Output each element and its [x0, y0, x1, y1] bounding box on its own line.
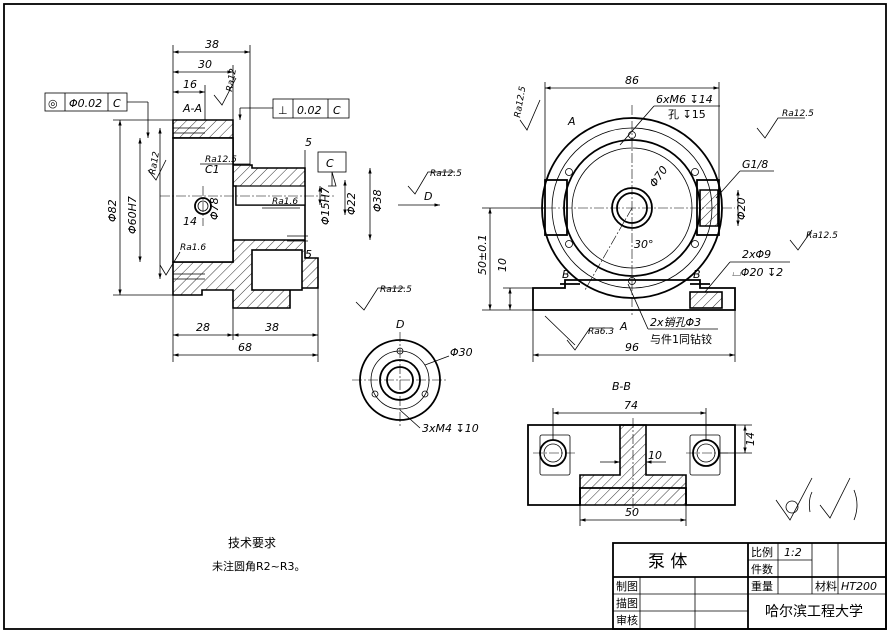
- section-bb-view: B-B 74 50 10 14: [527, 380, 757, 526]
- dim-38-bottom: 38: [265, 321, 279, 334]
- front-view-dimensions: 86 96 50±0.1 10 Φ70 30° Φ20 6xM6 ↧14 孔 ↧…: [476, 74, 838, 362]
- dim-68: 68: [238, 341, 252, 354]
- notes-line1: 未注圆角R2~R3。: [212, 559, 306, 573]
- dim-30: 30: [198, 58, 212, 71]
- callout-3xm4: 3xM4 ↧10: [422, 422, 479, 435]
- concentricity-datum: C: [113, 97, 121, 110]
- perpendicularity-symbol: ⊥: [278, 104, 288, 117]
- section-arrow-a-bottom: A: [619, 320, 628, 333]
- dim-phi30-view-d: Φ30: [450, 346, 473, 359]
- material-value: HT200: [841, 580, 877, 593]
- view-d: D Φ30 3xM4 ↧10: [352, 318, 479, 435]
- callout-2xphi9: 2xΦ9: [742, 248, 771, 261]
- dim-phi20: Φ20: [735, 197, 748, 220]
- roughness-ra12-top: Ra12: [225, 68, 239, 93]
- section-arrow-b-right: B: [693, 268, 701, 281]
- scale-value: 1:2: [784, 546, 802, 559]
- weight-label: 重量: [751, 579, 773, 593]
- dim-10-base: 10: [496, 258, 509, 272]
- school-name: 哈尔滨工程大学: [765, 604, 863, 620]
- part-name: 泵 体: [648, 552, 687, 572]
- concentricity-symbol: ◎: [48, 97, 58, 110]
- roughness-ra16-face: Ra1.6: [180, 243, 206, 253]
- dim-50-tol: 50±0.1: [476, 234, 489, 275]
- section-bb-label: B-B: [612, 380, 631, 393]
- section-arrow-a-top: A: [567, 115, 576, 128]
- section-arrow-b-left: B: [562, 268, 570, 281]
- general-roughness-symbol: [775, 477, 858, 521]
- dim-5-bottom: 5: [305, 248, 312, 261]
- roughness-ra125-right: Ra12.5: [430, 169, 462, 179]
- dim-28: 28: [196, 321, 210, 334]
- perpendicularity-value: 0.02: [297, 104, 322, 117]
- material-label: 材料: [815, 579, 837, 593]
- traced-by-label: 描图: [616, 596, 638, 610]
- roughness-ra125-front-top: Ra12.5: [513, 85, 528, 118]
- view-d-label: D: [396, 318, 404, 331]
- notes-title: 技术要求: [228, 536, 276, 550]
- dim-phi70: Φ70: [647, 164, 671, 190]
- roughness-ra125-front-side: Ra12.5: [806, 231, 838, 241]
- checked-by-label: 审核: [616, 613, 638, 627]
- datum-c: C: [326, 157, 334, 170]
- callout-g18: G1/8: [742, 158, 768, 171]
- technical-notes: 技术要求 未注圆角R2~R3。: [212, 536, 306, 573]
- view-d-arrow-label: D: [424, 190, 432, 203]
- callout-counterbore: ⌴Φ20 ↧2: [732, 266, 783, 279]
- dim-phi22: Φ22: [345, 192, 358, 215]
- callout-pin-holes: 2x销孔Φ3: [650, 316, 701, 329]
- section-aa-label: A-A: [182, 102, 202, 115]
- dim-96: 96: [625, 341, 639, 354]
- title-block: 泵 体 比例 1:2 件数 重量 材料 HT200 制图 描图 审核 哈尔滨工程…: [612, 542, 887, 630]
- dim-phi78: Φ78: [208, 197, 221, 220]
- dim-14-bb: 14: [744, 432, 757, 446]
- dim-10-bb: 10: [648, 449, 662, 462]
- aa-dimensions: 38 30 16 A-A Φ82 Φ60H7 Φ78 14 C1 Φ15H7 Φ…: [106, 38, 440, 362]
- dim-16: 16: [183, 78, 197, 91]
- dim-phi15h7: Φ15H7: [319, 187, 332, 225]
- callout-6xm6: 6xM6 ↧14: [656, 93, 713, 106]
- dim-30deg: 30°: [634, 238, 654, 251]
- drawn-by-label: 制图: [616, 580, 638, 593]
- roughness-ra125-foot: Ra12.5: [380, 285, 412, 295]
- roughness-ra16-bore: Ra1.6: [272, 197, 298, 207]
- dim-5-top: 5: [305, 136, 312, 149]
- roughness-ra12-left: Ra12: [148, 151, 162, 176]
- scale-label: 比例: [751, 545, 773, 559]
- aa-roughness: Ra12 Ra12 Ra12.5 Ra1.6 Ra1.6 Ra12.5 Ra12…: [147, 68, 462, 311]
- perpendicularity-datum: C: [333, 104, 341, 117]
- dim-phi38: Φ38: [371, 189, 384, 212]
- dim-50-bb: 50: [625, 506, 639, 519]
- roughness-ra125-front-right: Ra12.5: [782, 109, 814, 119]
- dim-phi60h7: Φ60H7: [126, 196, 139, 234]
- roughness-ra63: Ra6.3: [588, 327, 614, 337]
- dim-14-left: 14: [183, 215, 197, 228]
- qty-label: 件数: [751, 563, 773, 576]
- dim-phi82: Φ82: [106, 199, 119, 222]
- concentricity-value: Φ0.02: [69, 97, 102, 110]
- section-aa-view: [160, 119, 335, 309]
- chamfer-c1: C1: [205, 163, 220, 176]
- drawing-frame: [3, 3, 887, 630]
- dim-74: 74: [624, 399, 638, 412]
- callout-6xm6-hole: 孔 ↧15: [668, 108, 706, 121]
- dim-38: 38: [205, 38, 219, 51]
- callout-pin-note: 与件1同钻铰: [650, 332, 712, 346]
- roughness-ra125-inner: Ra12.5: [205, 155, 237, 165]
- tolerance-frames: ◎ Φ0.02 C ⊥ 0.02 C: [44, 92, 350, 138]
- dim-86: 86: [625, 74, 639, 87]
